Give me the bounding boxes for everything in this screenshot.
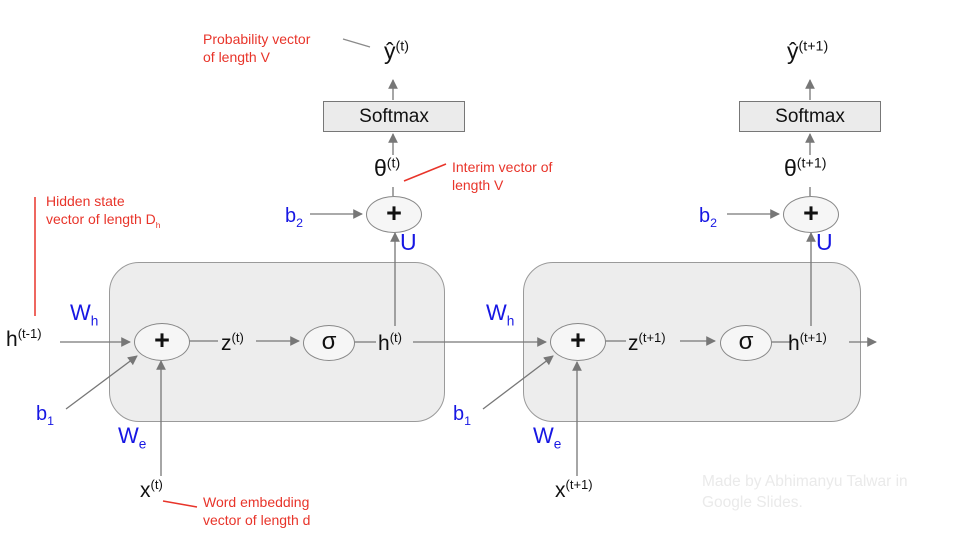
plus-sign: +	[154, 325, 170, 355]
sigma-sign: σ	[738, 328, 754, 355]
plus-output-node: +	[366, 196, 422, 233]
annotation-word-embedding: Word embedding vector of length d	[203, 494, 311, 528]
arrows-timestep-t	[60, 79, 547, 476]
annotation-hidden-state: Hidden state vector of length Dh	[46, 193, 161, 230]
h-prev-label: h(t-1)	[6, 326, 42, 351]
annotation-callout-lines	[34, 38, 447, 508]
plus-sign: +	[570, 325, 586, 355]
theta-label: θ(t)	[374, 155, 401, 181]
plus-output-node: +	[783, 196, 839, 233]
u-weight-label: U	[400, 229, 417, 255]
arrows-timestep-t1	[482, 79, 877, 476]
sigma-node: σ	[303, 325, 355, 361]
theta-label: θ(t+1)	[784, 155, 827, 181]
annotation-probability-vector: Probability vector of length V	[203, 31, 311, 65]
wh-weight-label: Wh	[486, 300, 515, 329]
softmax-label: Softmax	[775, 105, 845, 127]
annotation-interim-vector: Interim vector of length V	[452, 159, 553, 193]
plus-input-node: +	[134, 323, 190, 361]
watermark: Made by Abhimanyu Talwar in Google Slide…	[702, 473, 908, 511]
output-vector-label: ŷ(t+1)	[787, 38, 829, 64]
h-label: h(t)	[378, 330, 402, 355]
u-weight-label: U	[816, 229, 833, 255]
b2-label: b2	[699, 205, 718, 230]
b1-label: b1	[36, 403, 55, 428]
softmax-box: Softmax	[323, 101, 465, 132]
b2-label: b2	[285, 205, 304, 230]
softmax-label: Softmax	[359, 105, 429, 127]
plus-sign: +	[803, 197, 819, 228]
we-weight-label: We	[118, 423, 147, 452]
plus-input-node: +	[550, 323, 606, 361]
z-label: z(t)	[221, 330, 244, 355]
output-vector-label: ŷ(t)	[384, 38, 409, 64]
softmax-box: Softmax	[739, 101, 881, 132]
plus-sign: +	[386, 197, 402, 228]
x-input-label: x(t+1)	[555, 477, 593, 502]
b1-label: b1	[453, 403, 472, 428]
z-label: z(t+1)	[628, 330, 666, 355]
wh-weight-label: Wh	[70, 300, 99, 329]
sigma-node: σ	[720, 325, 772, 361]
x-input-label: x(t)	[140, 477, 163, 502]
we-weight-label: We	[533, 423, 562, 452]
sigma-sign: σ	[321, 328, 337, 355]
h-label: h(t+1)	[788, 330, 827, 355]
